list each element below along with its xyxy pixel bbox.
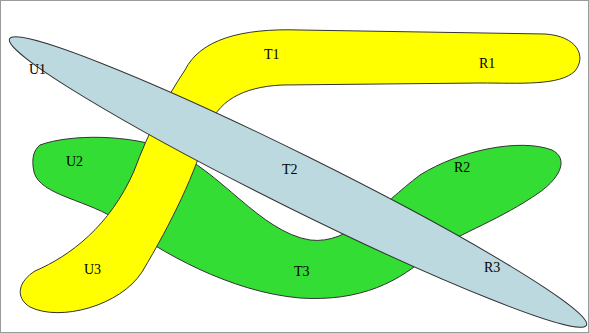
region-label: T2 [282, 163, 298, 177]
region-label: R1 [479, 57, 495, 71]
region-label: U2 [66, 155, 83, 169]
region-label: R3 [484, 261, 500, 275]
region-label: R2 [454, 161, 470, 175]
region-label: T1 [264, 48, 280, 62]
region-label: U1 [29, 63, 46, 77]
region-label: U3 [84, 263, 101, 277]
region-label: T3 [294, 265, 310, 279]
